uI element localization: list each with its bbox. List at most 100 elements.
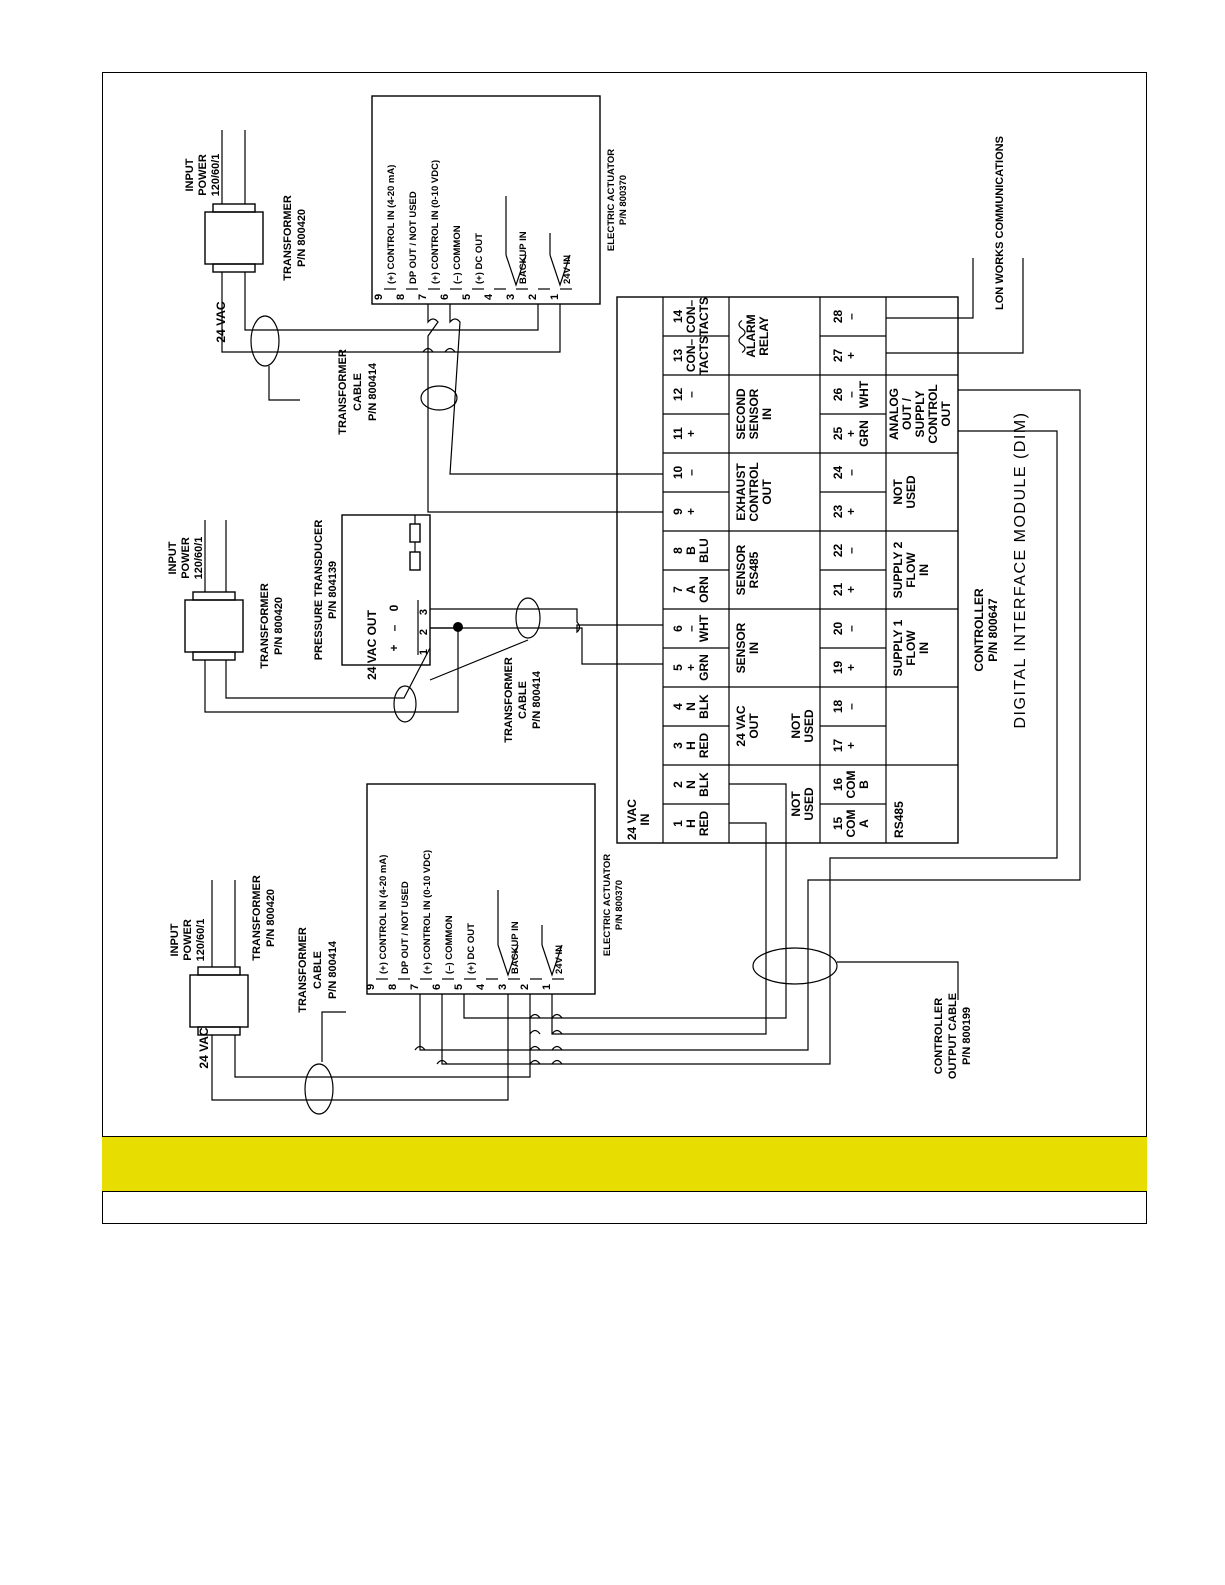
vac-upper: 24 VAC [214,301,228,342]
terminal-25-line: GRN [857,420,871,447]
terminal-9-line: 9 [671,508,685,515]
transformer-upper-cap [212,203,256,213]
bottom-group-label-line: IN [917,642,931,654]
actuator-lower-pin-num: 9 [365,984,377,990]
bottom-group-label-line: OUT [939,401,953,427]
terminal-26-line: WHT [857,380,871,408]
terminal-14-line: TACTS [697,297,711,336]
group-label-line: 24 VAC [625,799,639,840]
terminal-7-line: 7 [671,586,685,593]
terminal-24-line: – [844,469,858,476]
terminal-15-line: COM [844,810,858,838]
terminal-6: 6–WHT [671,614,711,642]
terminal-8-line: 8 [671,547,685,554]
terminal-14-line: CON– [684,300,698,334]
actuator-lower-pin-label: (+) CONTROL IN (0-10 VDC) [422,850,433,974]
transducer-port [409,551,421,571]
terminal-12: 12– [671,388,698,402]
chevron-24v [549,233,571,287]
transformer-cable-lower-label-line: CABLE [312,951,324,989]
terminal-11-line: 11 [671,427,685,440]
wire-hop [529,1059,541,1065]
actuator-lower-pin-num: 4 [475,983,487,990]
alarm-relay-symbol [738,320,746,353]
wire-tx-middle-h [204,627,459,713]
chevron-backup [505,196,527,287]
bottom-group-label-line: CONTROL [926,384,940,443]
terminal-12-line: – [684,391,698,398]
terminal-27-line: 27 [831,349,845,363]
terminal-11: 11+ [671,427,698,440]
controller-output-cable-label-line: OUTPUT CABLE [947,993,959,1079]
input-power-lower-line: INPUT [169,923,181,956]
actuator-upper-pin-num: 7 [417,294,429,300]
bottom-group-label-line: SUPPLY [913,391,927,438]
not-used-label-line: NOT [789,713,803,739]
lon-works-label: LON WORKS COMMUNICATIONS [994,136,1006,310]
actuator-lower-pin-num: 2 [519,984,531,990]
wire-sensor-plus [581,660,663,665]
terminal-5-line: 5 [671,664,685,671]
controller-box [616,296,959,844]
transformer-cable-lower-label-line: P/N 800414 [327,940,339,999]
actuator-lower-pin-label: DP OUT / NOT USED [400,881,411,974]
terminal-1-line: RED [697,811,711,837]
terminal-3-line: 3 [671,742,685,749]
transformer-cable-mid-loop [393,685,417,723]
bottom-group-label-line: SUPPLY 1 [891,619,905,676]
terminal-27: 27+ [831,349,858,363]
controller-output-cable [752,947,838,985]
transformer-cable-upper-label-line: CABLE [352,373,364,411]
actuator-upper-pin-label: 24V IN [562,255,573,284]
wire-hop [551,1045,563,1051]
terminal-2-line: N [684,780,698,789]
input-power-upper-line: 120/60/1 [210,154,222,197]
vac-lower: 24 VAC [197,1027,211,1068]
terminal-6-line: WHT [697,614,711,642]
bottom-group-label-line: FLOW [904,552,918,588]
transformer-middle-cap [192,651,236,661]
terminal-2-line: BLK [697,772,711,797]
leader-tc-middle [429,639,529,681]
wire-hop [551,1013,563,1019]
terminal-23: 23+ [831,505,858,519]
terminal-13-line: 13 [671,349,685,363]
input-power-middle-line: INPUT [167,541,179,574]
bottom-group-label-line: USED [904,475,918,509]
terminal-4-line: N [684,702,698,711]
group-label-line: ALARM [744,314,758,357]
transducer-port [409,523,421,543]
transformer-middle-body [184,599,244,653]
caption-bar [102,1136,1147,1192]
transducer-sign: + [387,644,401,651]
group-label-line: CONTROL [747,462,761,521]
wire-24v-upper [221,272,561,353]
terminal-18-line: 18 [831,700,845,714]
terminal-5-line: + [684,664,698,671]
actuator-lower-pin-num: 6 [431,984,443,990]
transformer-cable-middle-label-line: P/N 800414 [531,670,543,729]
terminal-13-line: TACTS [697,336,711,375]
wire-hop [551,1059,563,1065]
terminal-12-line: 12 [671,388,685,402]
wire-hop [414,1045,426,1051]
input-power-lower-line: POWER [182,919,194,961]
transformer-cable-middle [515,597,541,639]
bottom-group-label-line: IN [917,564,931,576]
terminal-17-line: + [844,742,858,749]
